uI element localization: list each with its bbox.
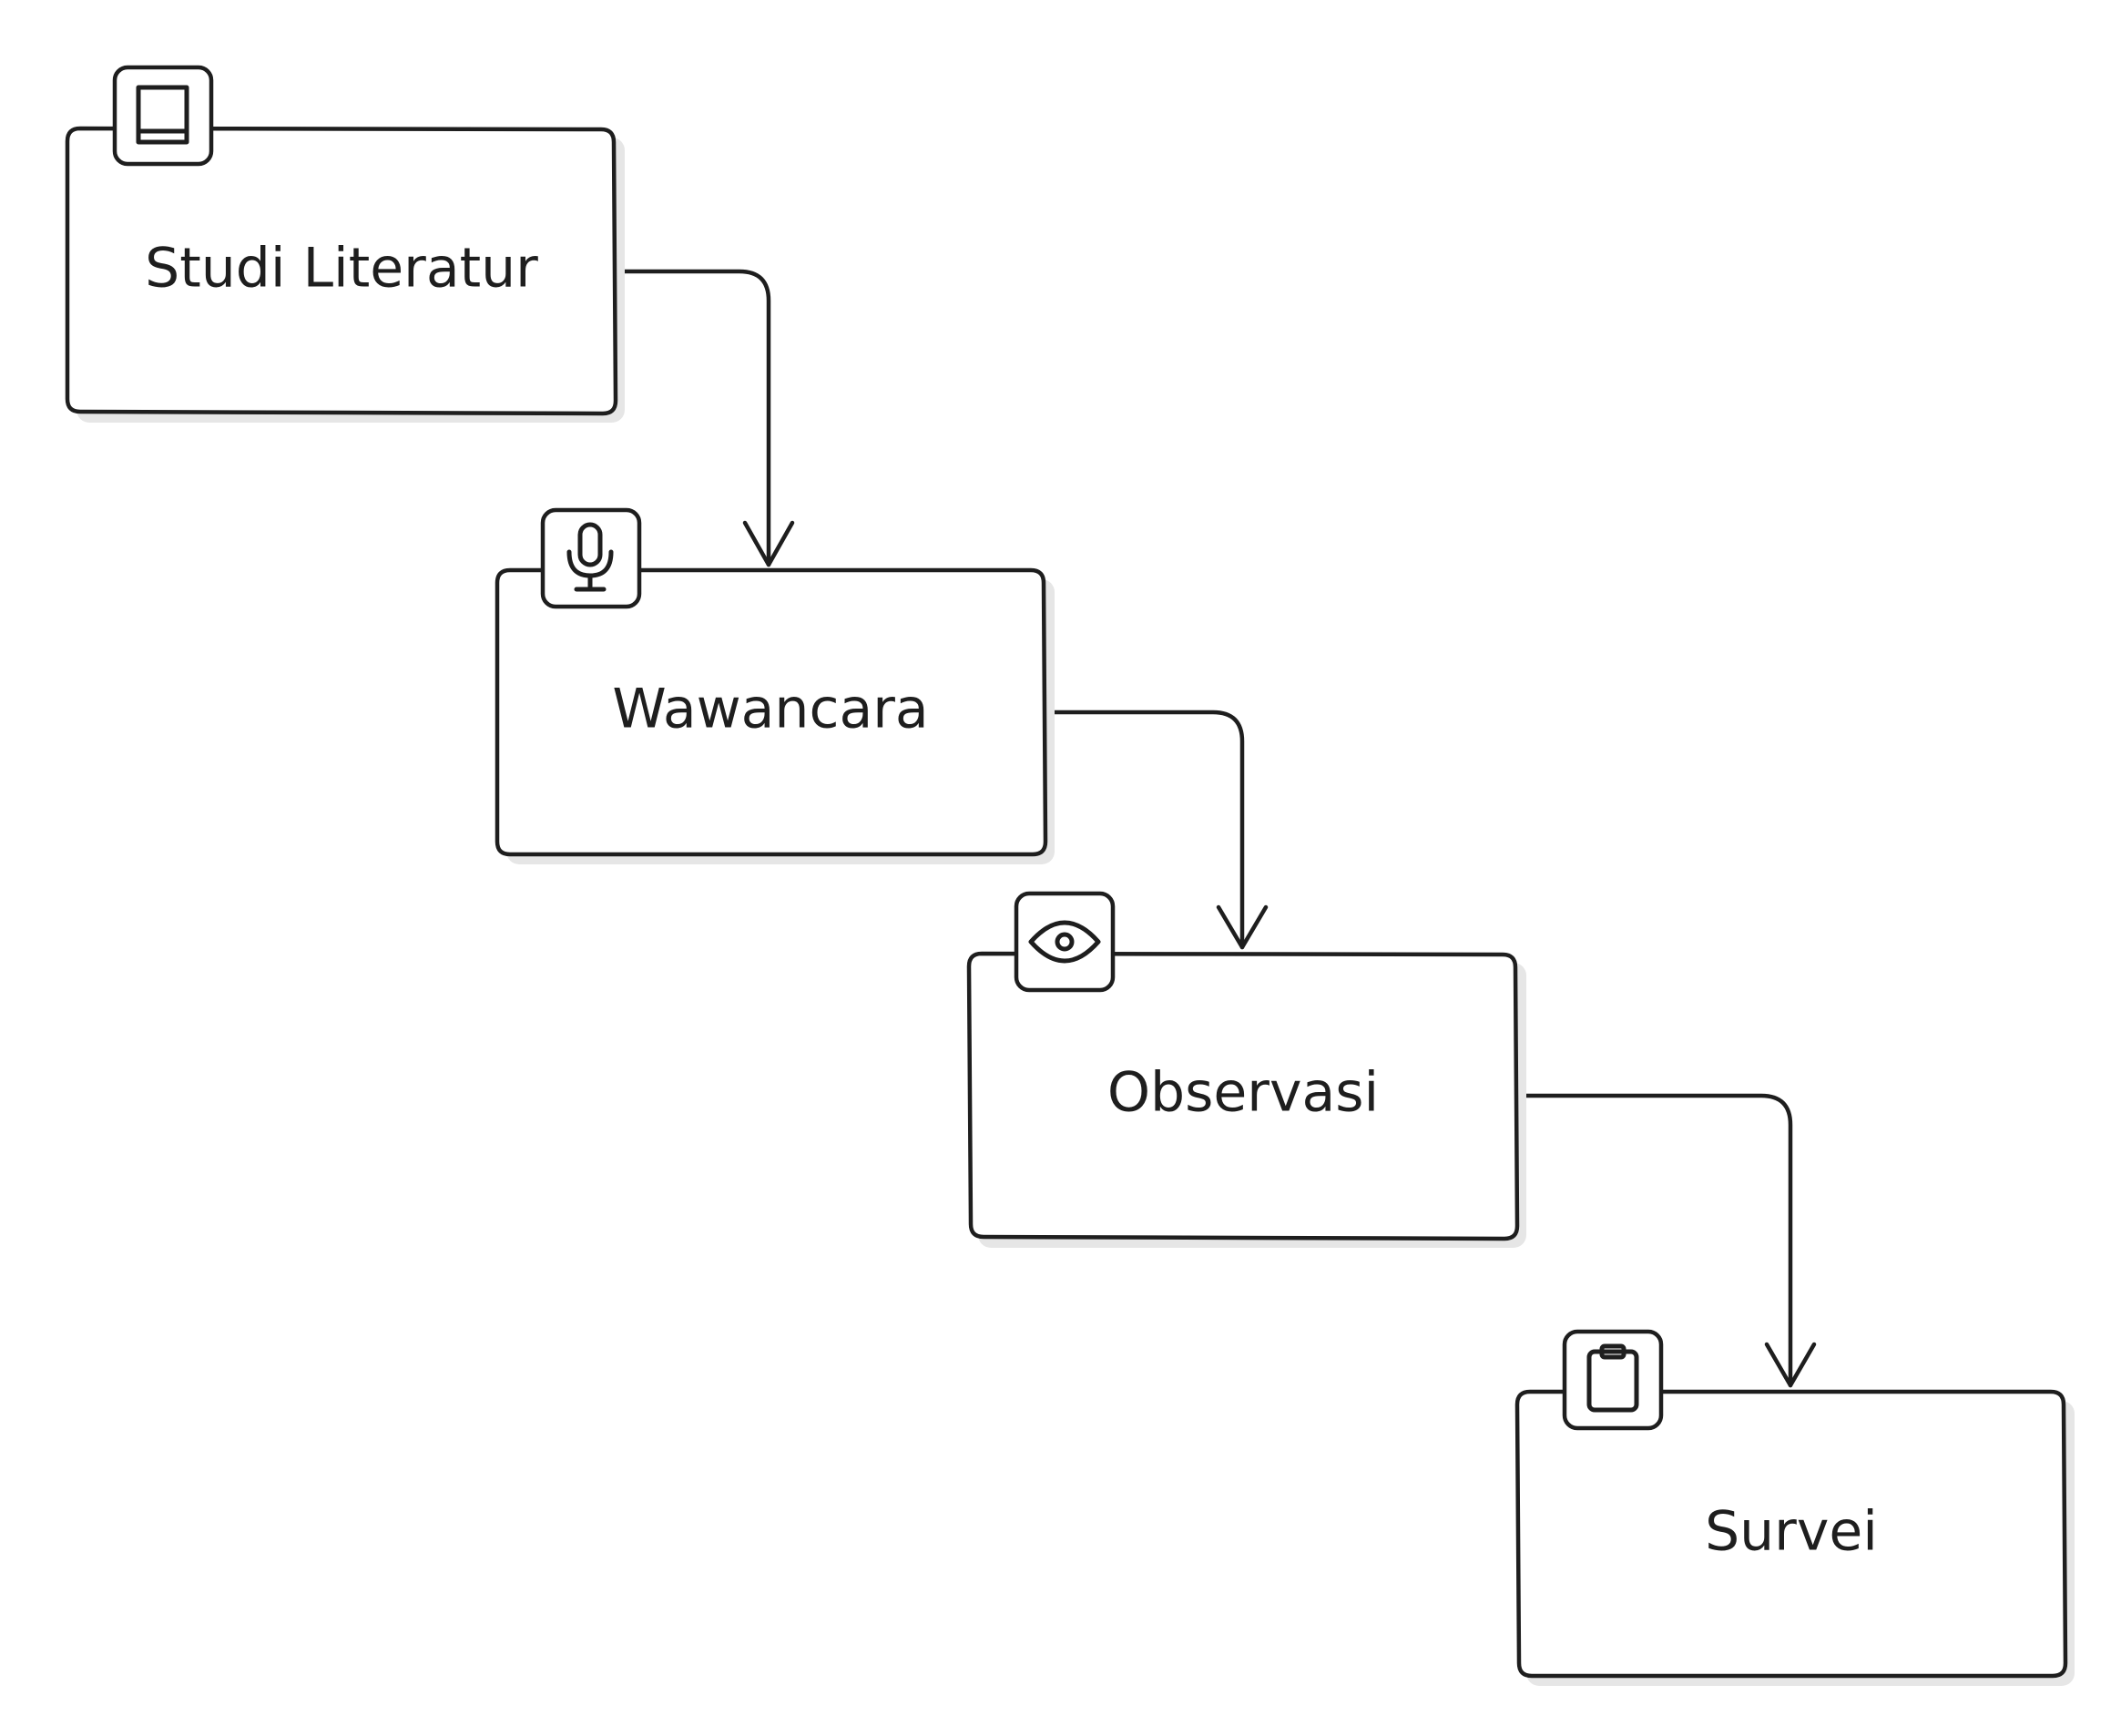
node-label: Studi Literatur bbox=[145, 237, 538, 301]
edge-observasi-to-survei bbox=[1518, 1093, 1817, 1388]
node-label: Observasi bbox=[1107, 1061, 1379, 1125]
node-wawancara[interactable]: Wawancara bbox=[495, 507, 1055, 864]
node-label: Survei bbox=[1705, 1500, 1878, 1564]
node-studi-literatur[interactable]: Studi Literatur bbox=[65, 65, 625, 423]
microphone-icon bbox=[540, 507, 642, 609]
book-icon bbox=[112, 65, 214, 167]
clipboard-icon bbox=[1562, 1329, 1664, 1431]
node-observasi[interactable]: Observasi bbox=[966, 891, 1526, 1248]
node-label: Wawancara bbox=[612, 678, 928, 741]
edge-studi-literatur-to-wawancara bbox=[618, 269, 795, 567]
eye-icon bbox=[1014, 891, 1116, 993]
node-survei[interactable]: Survei bbox=[1514, 1329, 2075, 1686]
edge-wawancara-to-observasi bbox=[1045, 710, 1269, 950]
